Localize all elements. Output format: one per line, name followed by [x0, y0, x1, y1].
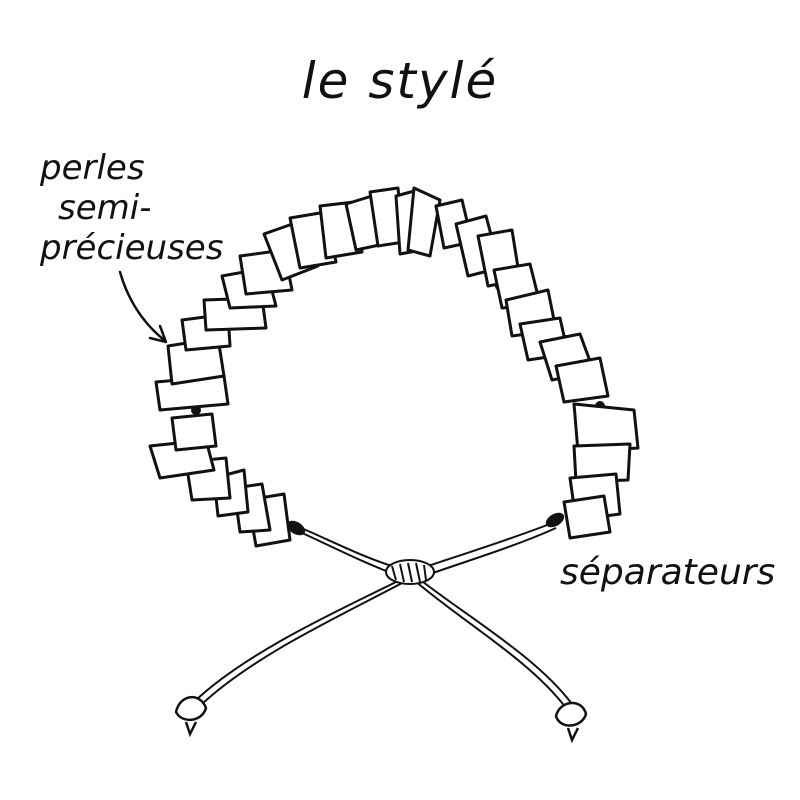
- cord-end-bead-right: [554, 701, 588, 744]
- cord-end-bead-left: [174, 696, 208, 738]
- pointer-arrow-head: [148, 324, 168, 344]
- page-title: le stylé: [301, 52, 499, 110]
- label-beads-line-2: semi-: [58, 188, 152, 228]
- bead-chips: [148, 186, 640, 548]
- label-separators: séparateurs: [560, 552, 776, 593]
- label-semi-precious-beads: perles semi- précieuses: [40, 148, 223, 268]
- label-beads-line-3: précieuses: [40, 228, 224, 268]
- sliding-knot: [385, 559, 435, 585]
- cords: [195, 519, 573, 709]
- pointer-arrow: [118, 270, 166, 342]
- label-beads-line-1: perles: [40, 148, 145, 188]
